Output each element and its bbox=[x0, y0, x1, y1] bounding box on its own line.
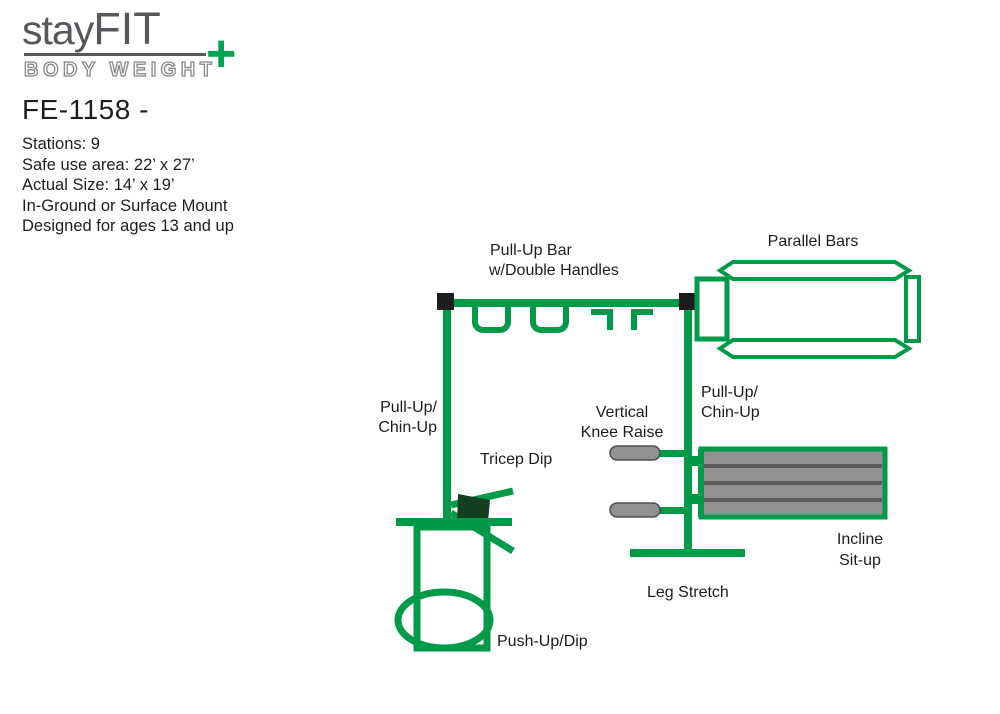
pushup-dip-group bbox=[394, 518, 512, 652]
label-pullup-bar-line2: w/Double Handles bbox=[488, 262, 619, 279]
label-incline-situp-line2: Sit-up bbox=[839, 552, 881, 569]
label-knee-raise-line2: Knee Raise bbox=[581, 424, 664, 441]
left-pullup-post bbox=[443, 305, 451, 523]
spec-age-range: Designed for ages 13 and up bbox=[22, 217, 234, 235]
logo-stay-text: stay bbox=[22, 7, 94, 53]
diagram-labels: Pull-Up Bar w/Double Handles Parallel Ba… bbox=[378, 233, 883, 650]
label-pullup-chinup-right-line2: Chin-Up bbox=[701, 404, 760, 421]
plus-icon: + bbox=[206, 25, 237, 83]
product-title: FE-1158 - bbox=[22, 94, 149, 125]
corner-post-right bbox=[679, 293, 696, 310]
label-pullup-chinup-left-line2: Chin-Up bbox=[378, 419, 437, 436]
label-tricep-dip: Tricep Dip bbox=[480, 451, 552, 468]
pullup-bar-group bbox=[437, 293, 700, 333]
leg-stretch-group bbox=[630, 549, 745, 557]
spec-stations: Stations: 9 bbox=[22, 135, 100, 153]
spec-actual-size: Actual Size: 14’ x 19’ bbox=[22, 176, 175, 194]
logo-wordmark: stayFIT bbox=[22, 6, 272, 51]
parallel-bars-group bbox=[694, 260, 921, 359]
corner-post-left bbox=[437, 293, 454, 310]
logo-fit-text: FIT bbox=[93, 3, 161, 54]
spec-mount-type: In-Ground or Surface Mount bbox=[22, 196, 228, 215]
logo-divider bbox=[24, 53, 206, 56]
knee-raise-group bbox=[609, 445, 688, 518]
spec-safe-use-area: Safe use area: 22’ x 27’ bbox=[22, 155, 195, 174]
label-pullup-chinup-right-line1: Pull-Up/ bbox=[701, 384, 758, 401]
label-pullup-bar-line1: Pull-Up Bar bbox=[490, 242, 572, 259]
incline-situp-group bbox=[690, 446, 888, 520]
logo-subtitle: BODY WEIGHT bbox=[23, 58, 217, 81]
label-pushup-dip: Push-Up/Dip bbox=[497, 633, 588, 650]
label-leg-stretch: Leg Stretch bbox=[647, 584, 729, 601]
label-knee-raise-line1: Vertical bbox=[596, 404, 648, 421]
brand-logo: stayFIT BODY WEIGHT + bbox=[22, 6, 272, 82]
product-info: FE-1158 - Stations: 9 Safe use area: 22’… bbox=[22, 94, 234, 237]
label-pullup-chinup-left-line1: Pull-Up/ bbox=[380, 399, 437, 416]
label-incline-situp-line1: Incline bbox=[837, 531, 883, 548]
label-parallel-bars: Parallel Bars bbox=[768, 233, 859, 250]
right-pullup-post bbox=[684, 305, 692, 557]
